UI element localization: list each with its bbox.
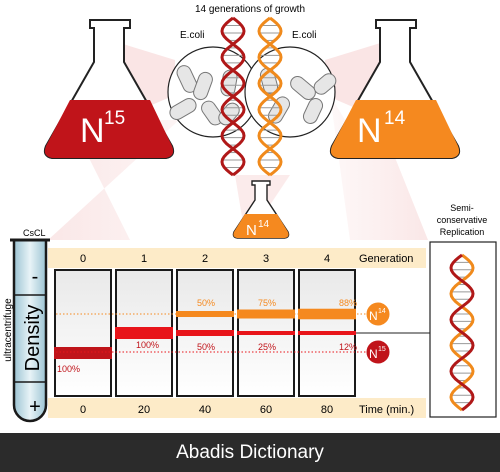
pct-n14-label: 50% — [197, 298, 215, 308]
beam-top-left — [110, 40, 175, 110]
generation-label: Generation — [359, 253, 413, 265]
pct-n15-label: 100% — [57, 364, 80, 374]
cscl-label: CsCL — [23, 228, 46, 238]
caption-line-1: Semi- — [450, 203, 474, 213]
generation-tick: 4 — [324, 253, 330, 265]
caption-line-2: conservative — [437, 215, 488, 225]
replication-panel — [429, 241, 497, 418]
generation-tick: 1 — [141, 253, 147, 265]
dna-helix-replication — [449, 253, 475, 412]
band-light — [176, 311, 234, 317]
flask-small-mass: 14 — [258, 219, 270, 230]
sample-tube — [54, 269, 112, 397]
dna-helix-n14 — [257, 16, 283, 177]
dna-helix-n15 — [220, 16, 246, 177]
ultracentrifuge-label: ultracentrifuge — [3, 298, 14, 362]
sample-columns: 0 0 100% 1 20 100% 2 40 50% 50% 3 60 75% 25% 4 80 88% 12% — [54, 253, 357, 416]
generations-title: 14 generations of growth — [195, 4, 305, 15]
generation-strip — [48, 248, 426, 268]
flask-n15-element: N — [80, 112, 105, 150]
footer-bar: Abadis Dictionary — [0, 433, 500, 472]
legend-n15: N 15 — [365, 339, 391, 365]
pct-n14-label: 88% — [339, 298, 357, 308]
ecoli-circle-left — [167, 46, 259, 138]
generation-tick: 3 — [263, 253, 269, 265]
generation-tick: 0 — [80, 253, 86, 265]
legend-n15-mass: 15 — [378, 346, 386, 353]
time-tick: 40 — [199, 404, 211, 416]
generation-tick: 2 — [202, 253, 208, 265]
dna-strand — [220, 16, 246, 177]
flask-small-n14: N 14 — [232, 180, 290, 239]
ecoli-label-right: E.coli — [292, 30, 316, 41]
legend-n15-element: N — [369, 347, 378, 361]
legend-n14-element: N — [369, 309, 378, 323]
footer-title: Abadis Dictionary — [176, 441, 324, 463]
dna-strand — [257, 16, 283, 177]
pct-n15-label: 25% — [258, 342, 276, 352]
legend-n14-mass: 14 — [378, 308, 386, 315]
time-tick: 0 — [80, 404, 86, 416]
time-tick: 20 — [138, 404, 150, 416]
ecoli-label-left: E.coli — [180, 30, 204, 41]
time-label: Time (min.) — [359, 404, 414, 416]
band-hybrid — [298, 331, 356, 335]
flask-n15-mass: 15 — [104, 108, 125, 129]
flask-n14: N 14 — [329, 19, 461, 159]
tube-minus-sign: - — [32, 266, 39, 288]
time-strip — [48, 398, 426, 418]
diagram-canvas: 14 generations of growth E.coli E.coli N… — [3, 4, 497, 423]
pct-n15-label: 50% — [197, 342, 215, 352]
dna-strand — [449, 253, 475, 412]
pct-n14-label: 75% — [258, 298, 276, 308]
flask-n15: N 15 — [43, 19, 175, 159]
beam-top-right — [325, 40, 390, 110]
centrifuge-tube: - + Density — [10, 238, 50, 423]
caption-line-3: Replication — [440, 227, 485, 237]
flask-n14-element: N — [357, 112, 382, 150]
flask-n14-mass: 14 — [384, 108, 406, 129]
time-tick: 80 — [321, 404, 333, 416]
density-label: Density — [22, 305, 44, 372]
band-heavy — [54, 347, 112, 359]
band-hybrid — [237, 331, 295, 335]
tube-plus-sign: + — [29, 396, 41, 418]
band-hybrid — [115, 327, 173, 339]
flask-small-element: N — [246, 222, 257, 239]
legend-n14: N 14 — [365, 301, 391, 327]
time-tick: 60 — [260, 404, 272, 416]
pct-n15-label: 12% — [339, 342, 357, 352]
band-hybrid — [176, 330, 234, 336]
pct-n15-label: 100% — [136, 340, 159, 350]
